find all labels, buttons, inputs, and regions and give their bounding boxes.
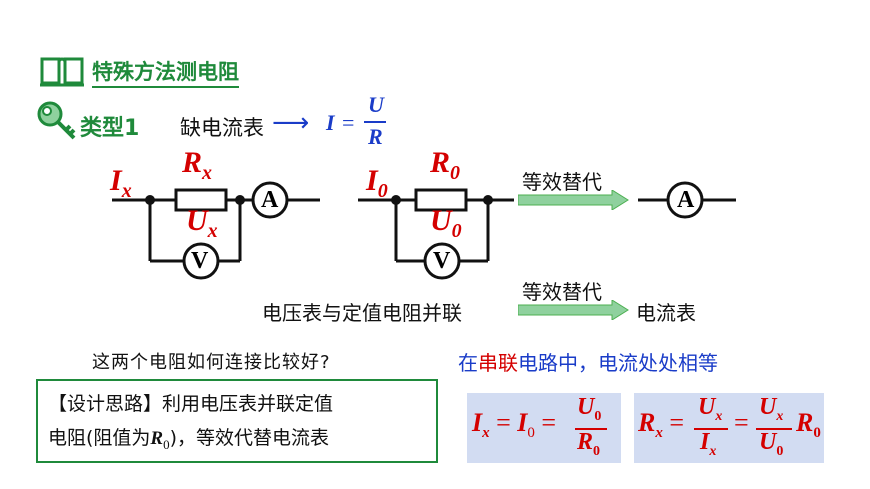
equivalence-arrow-bottom xyxy=(518,300,629,320)
formula-box-resistance xyxy=(634,393,824,463)
equivalence-label-bottom: 等效替代 xyxy=(522,280,602,304)
section-title: 特殊方法测电阻 xyxy=(92,56,239,88)
key-icon xyxy=(37,101,76,140)
formula-current-denominator: R0 xyxy=(577,429,601,459)
formula-resistance-den2: U0 xyxy=(759,429,784,459)
fraction-bar xyxy=(364,121,386,123)
formula-current: Ix = I0 = xyxy=(472,408,557,442)
formula-resistance-num2: Ux xyxy=(759,394,784,424)
circuit-2 xyxy=(358,188,514,280)
formula-resistance-bar1 xyxy=(694,428,728,430)
question-text: 这两个电阻如何连接比较好? xyxy=(92,352,331,373)
resistor-r0-label: R0 xyxy=(430,146,461,184)
equivalence-label-top: 等效替代 xyxy=(522,170,602,194)
design-idea-box: 【设计思路】利用电压表并联定值 电阻(阻值为R0)，等效代替电流表 xyxy=(36,379,438,463)
formula-resistance-bar2 xyxy=(756,428,792,430)
ammeter-equivalent xyxy=(638,181,736,219)
equivalence-arrow-top xyxy=(518,190,629,210)
design-line-2: 电阻(阻值为R0)，等效代替电流表 xyxy=(48,427,330,452)
missing-ammeter-label: 缺电流表 xyxy=(180,116,264,140)
book-icon xyxy=(40,57,84,87)
formula-denominator-r: R xyxy=(368,124,383,149)
current-ix-label: Ix xyxy=(110,164,132,202)
formula-resistance-tail: R0 xyxy=(796,408,821,442)
ammeter-1-label: A xyxy=(261,187,279,213)
formula-resistance-lhs: Rx = xyxy=(638,408,685,442)
voltmeter-1-label: V xyxy=(191,248,209,274)
implies-arrow: ⟶ xyxy=(272,108,310,138)
current-i0-label: I0 xyxy=(366,164,388,202)
formula-i-lhs: I xyxy=(326,110,335,135)
voltage-ux-label: Ux xyxy=(186,204,218,242)
formula-resistance-eq2: = xyxy=(734,408,749,437)
formula-resistance-den1: Ix xyxy=(700,429,717,459)
formula-current-bar xyxy=(575,428,607,430)
ammeter-equivalent-label: A xyxy=(677,187,695,213)
formula-current-numerator: U0 xyxy=(577,394,602,424)
voltage-u0-label: U0 xyxy=(430,204,462,242)
parallel-voltmeter-text: 电压表与定值电阻并联 xyxy=(262,301,462,325)
circuit-1 xyxy=(112,181,320,280)
voltmeter-2-label: V xyxy=(433,248,451,274)
formula-resistance-num1: Ux xyxy=(698,394,723,424)
ammeter-text: 电流表 xyxy=(636,301,696,325)
answer-text: 在串联电路中，电流处处相等 xyxy=(458,351,718,375)
resistor-rx-label: Rx xyxy=(182,146,213,184)
formula-numerator-u: U xyxy=(368,92,384,117)
formula-equals: = xyxy=(342,110,355,135)
type-label: 类型1 xyxy=(80,116,140,141)
design-line-1: 【设计思路】利用电压表并联定值 xyxy=(48,393,334,415)
